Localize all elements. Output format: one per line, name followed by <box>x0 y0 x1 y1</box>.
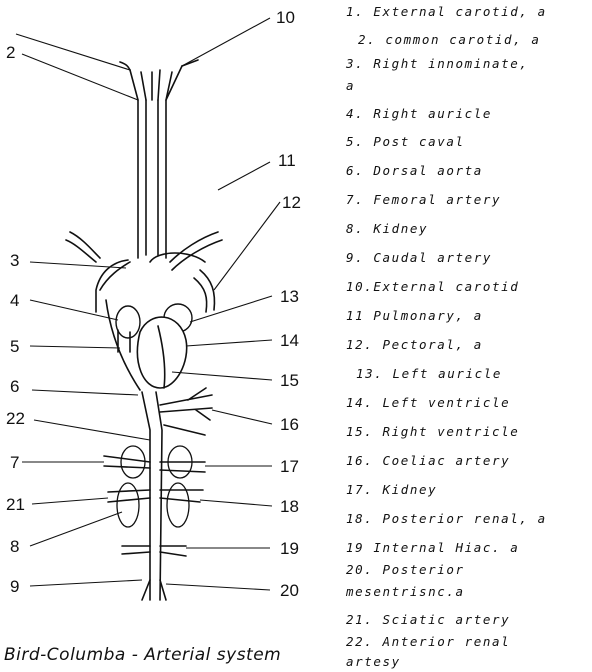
external-carotid-left <box>119 61 131 71</box>
legend-item-14: 14. Left ventricle <box>346 395 511 410</box>
diagram-caption: Bird-Columba - Arterial system <box>4 645 282 665</box>
leader-18 <box>199 499 273 507</box>
arterial-system-diagram: 10 2 11 12 3 4 13 5 14 15 6 16 22 7 17 2… <box>6 8 301 601</box>
leader-8 <box>29 511 123 547</box>
callout-18: 18 <box>280 497 299 516</box>
legend-item-12: 12. Pectoral, a <box>346 337 483 352</box>
callout-22: 22 <box>6 409 25 428</box>
kidney-left-lower <box>116 482 140 528</box>
femoral-artery-right <box>159 461 206 473</box>
legend-item-17: 17. Kidney <box>346 482 438 497</box>
legend-list: 1. External carotid, a 2. common carotid… <box>346 0 592 672</box>
legend-item-19: 19 Internal Hiac. a <box>346 540 520 555</box>
callout-19: 19 <box>280 539 299 558</box>
legend-item-2: 2. common carotid, a <box>358 32 541 47</box>
leader-16 <box>211 409 273 425</box>
legend-item-10: 10.External carotid <box>346 279 520 294</box>
legend-item-13: 13. Left auricle <box>356 366 503 381</box>
callout-4: 4 <box>10 291 19 310</box>
left-subclavian <box>169 231 223 271</box>
coeliac-artery <box>159 387 213 436</box>
kidney-left-upper <box>120 445 146 479</box>
callout-17: 17 <box>280 457 299 476</box>
kidney-right-lower <box>166 482 190 528</box>
callout-14: 14 <box>280 331 299 350</box>
callout-15: 15 <box>280 371 299 390</box>
legend-item-1: 1. External carotid, a <box>346 4 547 19</box>
leader-12 <box>213 201 281 291</box>
leader-21 <box>31 497 109 505</box>
dorsal-aorta <box>141 391 163 601</box>
leader-13 <box>189 295 273 323</box>
callout-16: 16 <box>280 415 299 434</box>
legend-item-18: 18. Posterior renal, a <box>346 511 547 526</box>
callout-20: 20 <box>280 581 299 600</box>
heart-ventricles <box>136 316 188 389</box>
leader-6 <box>31 389 139 396</box>
legend-item-4: 4. Right auricle <box>346 106 493 121</box>
septum <box>157 325 166 389</box>
leader-4 <box>29 299 119 321</box>
leader-5 <box>29 345 121 349</box>
callout-2: 2 <box>6 43 15 62</box>
leader-3 <box>29 261 127 269</box>
leader-15 <box>171 371 273 381</box>
leader-2 <box>21 53 139 101</box>
pectoral-artery <box>193 269 216 313</box>
leader-1 <box>15 33 131 71</box>
callout-13: 13 <box>280 287 299 306</box>
legend-item-6: 6. Dorsal aorta <box>346 163 483 178</box>
legend-item-20: 20. Posterior <box>346 562 465 577</box>
leader-11 <box>217 161 271 191</box>
right-auricle <box>115 305 141 339</box>
callout-12: 12 <box>282 193 301 212</box>
iliac-left <box>121 545 151 555</box>
carotid-branch-left <box>129 69 147 101</box>
legend-item-3-cont: a <box>346 78 356 93</box>
legend-item-9: 9. Caudal artery <box>346 250 493 265</box>
leader-14 <box>185 339 273 347</box>
legend-item-20-cont: mesentrisnc.a <box>346 584 465 599</box>
dorsal-aorta-arch <box>105 299 141 391</box>
callout-7: 7 <box>10 453 19 472</box>
legend-item-22-cont: artesy <box>346 654 401 669</box>
legend-item-5: 5. Post caval <box>346 134 465 149</box>
callout-9: 9 <box>10 577 19 596</box>
caudal-artery <box>141 579 167 601</box>
aortic-arch <box>99 252 206 291</box>
legend-item-11: 11 Pulmonary, a <box>346 308 483 323</box>
legend-item-3: 3. Right innominate, <box>346 56 529 71</box>
legend-item-16: 16. Coeliac artery <box>346 453 511 468</box>
callout-21: 21 <box>6 495 25 514</box>
callout-3: 3 <box>10 251 19 270</box>
right-innominate <box>95 259 129 313</box>
legend-item-15: 15. Right ventricle <box>346 424 520 439</box>
leader-20 <box>165 583 271 591</box>
leader-22 <box>33 419 151 441</box>
sciatic-artery-left <box>107 489 151 503</box>
leader-9 <box>29 579 143 587</box>
femoral-artery-left <box>103 455 151 469</box>
right-subclavian <box>65 231 101 263</box>
legend-item-22: 22. Anterior renal <box>346 634 511 649</box>
leader-10 <box>181 17 271 67</box>
callout-5: 5 <box>10 337 19 356</box>
carotid-branch-mid <box>151 69 161 101</box>
legend-item-8: 8. Kidney <box>346 221 429 236</box>
callout-8: 8 <box>10 537 19 556</box>
callout-6: 6 <box>10 377 19 396</box>
carotid-branch-right <box>165 65 183 101</box>
callout-10: 10 <box>276 8 295 27</box>
legend-item-7: 7. Femoral artery <box>346 192 502 207</box>
sciatic-artery-right <box>159 489 204 503</box>
iliac-right <box>159 545 187 557</box>
legend-item-21: 21. Sciatic artery <box>346 612 511 627</box>
callout-11: 11 <box>278 151 296 170</box>
